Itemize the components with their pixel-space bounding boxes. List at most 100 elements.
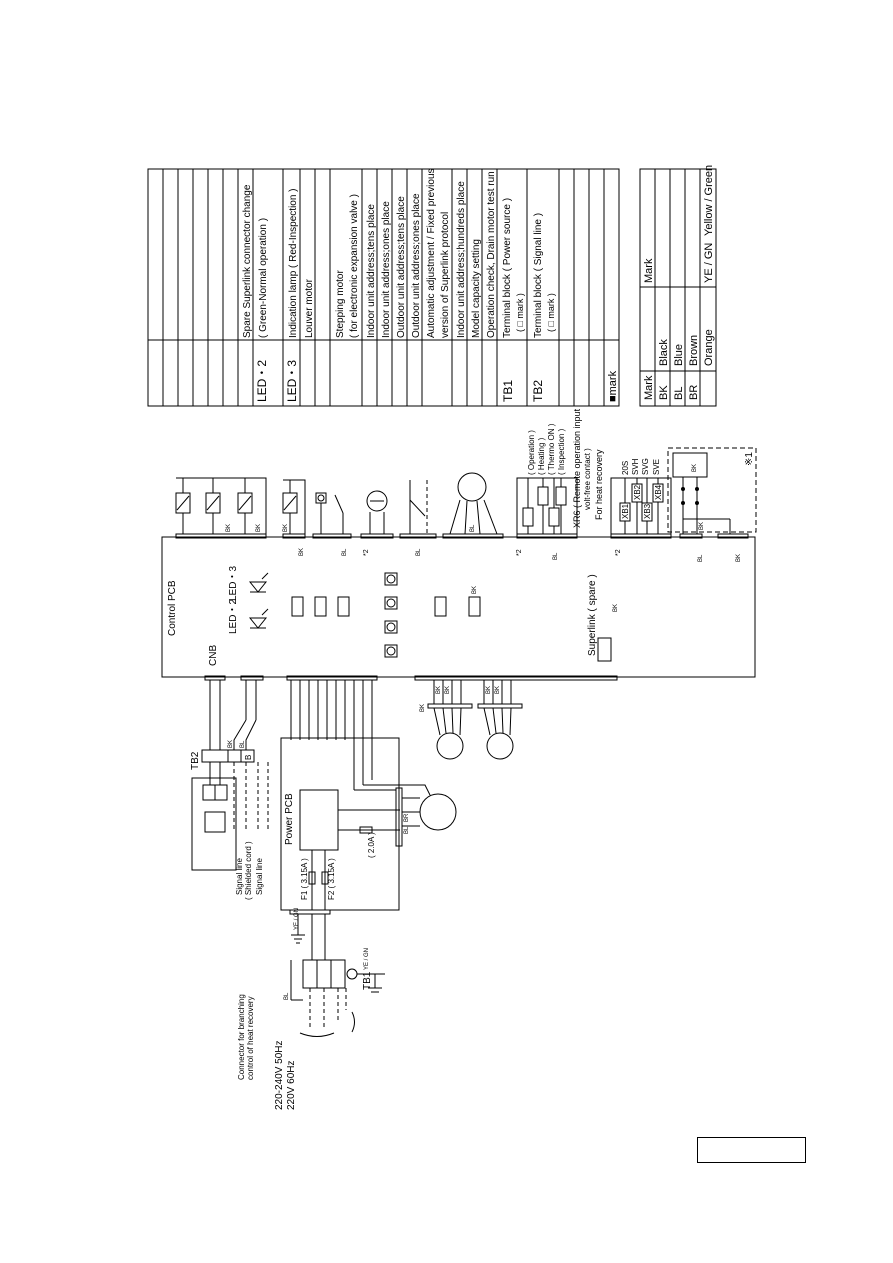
yegn-label-2: YE / GN (364, 948, 370, 970)
legend-mark-led2: LED・2 (255, 360, 269, 402)
xr-label-inspection: ( Inspection ) (557, 428, 566, 475)
fuse-f2-label: F2 ( 3.15A ) (327, 858, 336, 900)
connector-branch-label-1: Connector for branching (237, 994, 246, 1080)
bk-label-7: BK (692, 464, 698, 472)
bl-label-6: BL (284, 992, 290, 1000)
cnb-label: CNB (208, 645, 219, 666)
xb2-label: XB2 (633, 484, 642, 500)
superlink-spare-label: Superlink ( spare ) (587, 574, 598, 656)
legend-desc-tb2: Terminal block ( Signal line ) (533, 213, 544, 338)
star2-label-1: *2 (363, 549, 370, 556)
bk-label-3: BK (283, 524, 289, 532)
bl-label-5: BL (698, 554, 704, 562)
color-table-text: Mark Mark BK Black BL Blue BR Brown Oran… (643, 165, 715, 400)
bk-label-9: BK (613, 604, 619, 612)
bl-label-4: BL (553, 552, 559, 560)
power-pcb-label: Power PCB (284, 793, 295, 845)
b-terminal-label: B (244, 755, 253, 760)
fuse-f1-label: F1 ( 3.15A ) (300, 858, 309, 900)
legend-desc-outdoor-ones: Outdoor unit address;ones place (411, 193, 422, 338)
bk-label-10: BK (228, 740, 234, 748)
legend-desc-model-capacity: Model capacity setting (471, 239, 482, 338)
legend-desc-tb1: Terminal block ( Power source ) (502, 198, 513, 338)
bk-label-6: BK (699, 522, 705, 530)
bk-label-13: BK (445, 686, 451, 694)
connector-branch-label-2: control of heat recovery (246, 996, 255, 1080)
power-supply-label-1: 220-240V 50Hz (274, 1041, 285, 1111)
xb-label-sve: SVE (652, 459, 661, 475)
star2-label-2: *2 (516, 549, 523, 556)
x1-label: ※1 (744, 452, 755, 466)
signal-line-label: Signal line (255, 858, 264, 895)
xr-label-heating: ( Heating ) (537, 437, 546, 475)
top-component-labels: ( Operation ) ( Heating ) ( Thermo ON ) … (226, 408, 755, 612)
bk-label-11: BK (420, 704, 426, 712)
color-header-mark-left: Mark (643, 375, 655, 400)
led-symbols (248, 572, 269, 629)
yegn-label-1: YE / GN (294, 908, 300, 930)
fuse-2a-label: ( 2.0A ) (367, 832, 376, 858)
bottom-wiring-labels: TB2 B Power PCB F1 ( 3.15A ) F2 ( 3.15A … (190, 686, 501, 1110)
page-number-box (697, 1137, 806, 1163)
color-name-black: Black (658, 339, 670, 366)
control-pcb-label: Control PCB (167, 580, 178, 636)
tb2-label: TB2 (190, 751, 201, 770)
xb-label-20s: 20S (621, 461, 630, 475)
legend-mark-tb2: TB2 (531, 380, 545, 402)
bl-label-3: BL (470, 524, 476, 532)
color-mark-bk: BK (658, 385, 670, 400)
bl-label-7: BL (240, 740, 246, 748)
legend-table (147, 168, 620, 407)
bl-label-8: BL (404, 826, 410, 834)
xr-label-thermo: ( Thermo ON ) (547, 423, 556, 475)
legend-desc-green: ( Green-Normal operation ) (258, 218, 269, 338)
legend-desc-stepping: Stepping motor (335, 270, 346, 338)
legend-desc-red: Indication lamp ( Red-Inspection ) (288, 188, 299, 338)
color-mark-bl: BL (673, 387, 685, 400)
xr-label-operation: ( Operation ) (527, 430, 536, 475)
led2-label: LED・2 (228, 599, 239, 634)
legend-mark-led3: LED・3 (285, 360, 299, 402)
bk-label-1: BK (226, 524, 232, 532)
tb1-label: TB1 (362, 971, 373, 990)
legend-desc-auto-adjust: Automatic adjustment / Fixed previous (426, 168, 437, 338)
br-label: BR (404, 813, 410, 822)
legend-text: Spare Superlink connector change LED・2 (… (242, 168, 619, 402)
xr6-label: XR6 ( Remote operation input (572, 408, 582, 528)
bk-label-15: BK (495, 686, 501, 694)
heat-recovery-label: For heat recovery (594, 449, 604, 520)
power-supply-label-2: 220V 60Hz (286, 1061, 297, 1110)
legend-desc-indoor-hundreds: Indoor unit address;hundreds place (456, 181, 467, 338)
color-header-mark-right: Mark (643, 258, 655, 283)
legend-desc-indoor-ones: Indoor unit address;ones place (381, 201, 392, 338)
bl-label-1: BL (342, 548, 348, 556)
legend-desc-tb1-mark: ( □ mark ) (515, 293, 525, 332)
led3-label: LED・3 (228, 566, 239, 601)
signal-shielded-label-2: ( Shielded cord ) (244, 841, 253, 900)
legend-desc-louver: Louver motor (304, 278, 315, 338)
xr6-label-2: volt-free contact ) (583, 448, 592, 510)
bottom-wiring (191, 680, 523, 1037)
xb4-label: XB4 (654, 484, 663, 500)
color-name-brown: Brown (688, 335, 700, 366)
legend-mark-square: ■mark (607, 370, 619, 402)
color-mark-yegn: YE / GN (703, 243, 715, 283)
legend-mark-tb1: TB1 (501, 380, 515, 402)
bk-label-14: BK (486, 686, 492, 694)
color-mark-br: BR (688, 385, 700, 400)
star2-label-3: *2 (615, 549, 622, 556)
color-table (639, 168, 717, 407)
bl-label-2: BL (416, 548, 422, 556)
bk-label-2: BK (256, 524, 262, 532)
bk-label-5: BK (472, 586, 478, 594)
bk-label-8: BK (736, 554, 742, 562)
xb-label-svh: SVH (631, 458, 640, 475)
bk-label-12: BK (436, 686, 442, 694)
color-name-orange: Orange (703, 329, 715, 366)
legend-desc-superlink-version: version of Superlink protocol (440, 212, 451, 338)
control-pcb (161, 533, 756, 681)
color-name-blue: Blue (673, 344, 685, 366)
legend-desc-superlink: Spare Superlink connector change (242, 184, 253, 338)
legend-desc-operation-check: Operation check, Drain motor test run (486, 171, 497, 338)
